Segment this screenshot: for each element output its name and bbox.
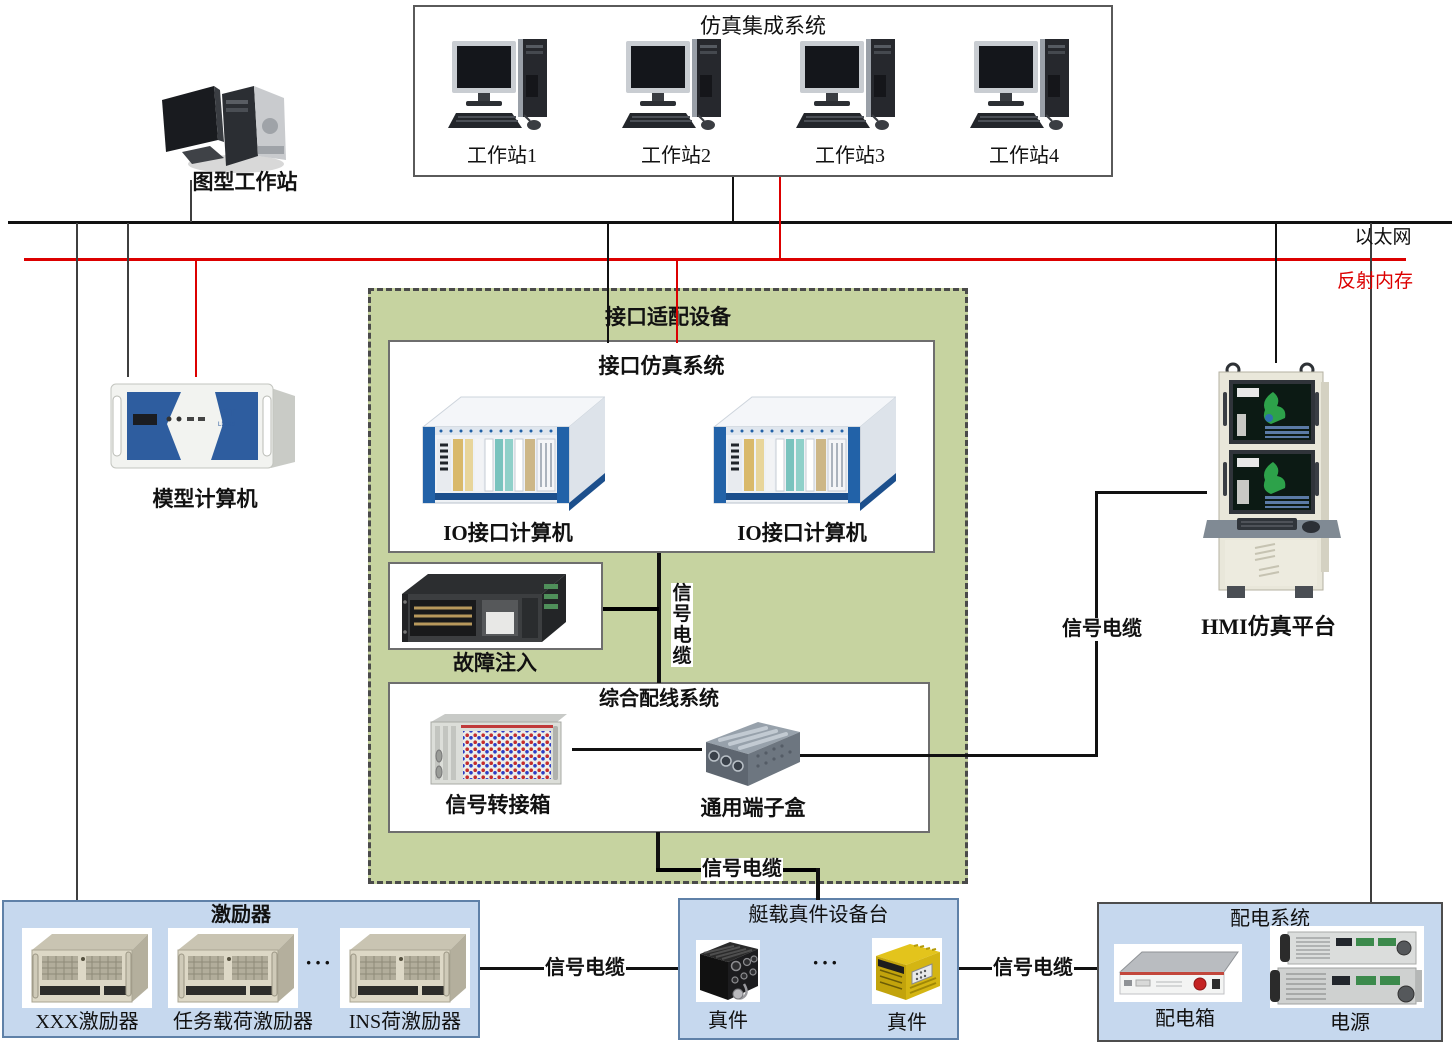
line-ethernet-to-hmi xyxy=(1275,223,1277,363)
interface-simulation-title: 接口仿真系统 xyxy=(598,354,725,378)
power-system-title: 配电系统 xyxy=(1230,908,1310,930)
terminal-box-label: 通用端子盒 xyxy=(700,796,806,820)
signal-cable-label-bottom: 信号电缆 xyxy=(701,858,783,881)
io-computer-label-2: IO接口计算机 xyxy=(737,521,867,545)
desktop-pc-icon xyxy=(794,35,906,135)
onboard-device-title: 艇载真件设备台 xyxy=(748,904,889,926)
line-ethernet-to-exciters xyxy=(76,223,78,901)
hmi-platform-label: HMI仿真平台 xyxy=(1201,614,1336,639)
line-simbox-to-ethernet xyxy=(732,177,734,222)
workstation-4: 工作站4 xyxy=(937,35,1111,168)
cable-sim-to-wiring xyxy=(657,553,661,683)
cable-wiring-down xyxy=(656,832,660,870)
workstation-row: 工作站1 工作站2 xyxy=(415,35,1111,168)
cable-signalbox-to-terminal xyxy=(572,748,702,751)
fault-injection-label: 故障注入 xyxy=(453,651,537,675)
workstation-label: 工作站4 xyxy=(989,145,1059,167)
line-ethernet-to-model-computer xyxy=(127,223,129,377)
wiring-system-box: 综合配线系统 xyxy=(388,682,930,833)
line-ethernet-to-interface-sim xyxy=(607,223,609,343)
model-computer-icon: RT LINKS xyxy=(103,374,303,474)
svg-text:RT: RT xyxy=(221,407,236,419)
desktop-pc-icon xyxy=(968,35,1080,135)
exciter-label-3: INS荷激励器 xyxy=(348,1011,462,1033)
line-simbox-to-reflective xyxy=(779,177,781,259)
interface-adapter-title: 接口适配设备 xyxy=(605,305,731,329)
exciter-rack-icon xyxy=(20,926,154,1010)
distribution-box-label: 配电箱 xyxy=(1155,1008,1215,1030)
exciter-ellipsis: ··· xyxy=(305,950,334,975)
line-ethernet-to-power-box xyxy=(1370,223,1372,903)
svg-text:LINKS: LINKS xyxy=(218,422,235,428)
cable-to-hmi-horizontal xyxy=(1095,491,1207,494)
signal-cable-label-vertical: 信号电缆 xyxy=(671,583,693,667)
terminal-box-icon xyxy=(700,718,804,790)
workstation-label: 工作站1 xyxy=(467,145,537,167)
wiring-system-title: 综合配线系统 xyxy=(599,688,719,710)
exciter-label-1: XXX激励器 xyxy=(35,1011,139,1033)
power-supply-icon xyxy=(1270,926,1424,1008)
cable-into-onboard-box xyxy=(816,868,820,900)
real-part-label-1: 真件 xyxy=(708,1010,748,1032)
line-reflective-to-interface-sim xyxy=(676,260,678,343)
exciter-box-title: 激励器 xyxy=(211,904,271,926)
signal-patch-box-label: 信号转接箱 xyxy=(445,793,551,817)
io-computer-icon xyxy=(409,389,605,513)
distribution-box-icon xyxy=(1112,942,1244,1004)
simulation-integration-box: 仿真集成系统 工作站1 xyxy=(413,5,1113,177)
io-computer-icon xyxy=(700,389,896,513)
ethernet-label: 以太网 xyxy=(1354,227,1412,248)
cable-fault-to-trunk xyxy=(603,607,659,611)
workstation-2: 工作站2 xyxy=(589,35,763,168)
workstation-label: 工作站3 xyxy=(815,145,885,167)
real-part-label-2: 真件 xyxy=(887,1012,927,1034)
line-reflective-to-model-computer xyxy=(195,260,197,377)
model-computer-label: 模型计算机 xyxy=(152,487,258,511)
exciter-label-2: 任务载荷激励器 xyxy=(173,1011,313,1033)
simulation-integration-title: 仿真集成系统 xyxy=(700,14,826,38)
reflective-memory-bus-line xyxy=(24,258,1406,261)
signal-cable-label-right: 信号电缆 xyxy=(992,957,1074,980)
ethernet-bus-line xyxy=(8,221,1452,224)
cable-terminal-to-right xyxy=(800,754,1097,757)
graphics-workstation-label: 图型工作站 xyxy=(192,170,298,194)
onboard-ellipsis: ··· xyxy=(812,950,841,975)
hmi-console-icon xyxy=(1203,362,1341,600)
yellow-device-icon xyxy=(870,936,944,1006)
exciter-rack-icon xyxy=(338,926,472,1010)
line-graphics-ws-to-ethernet xyxy=(190,180,192,222)
power-supply-label: 电源 xyxy=(1330,1012,1370,1034)
desktop-pc-icon xyxy=(446,35,558,135)
fault-injection-chassis-icon xyxy=(394,568,570,646)
workstation-3: 工作站3 xyxy=(763,35,937,168)
workstation-label: 工作站2 xyxy=(641,145,711,167)
signal-cable-label-left: 信号电缆 xyxy=(544,957,626,980)
signal-cable-label-hmi: 信号电缆 xyxy=(1061,618,1143,641)
black-device-icon xyxy=(694,934,762,1008)
reflective-memory-label: 反射内存 xyxy=(1336,271,1413,292)
signal-patch-box-icon xyxy=(425,712,573,790)
io-computer-label-1: IO接口计算机 xyxy=(443,521,573,545)
desktop-pc-icon xyxy=(620,35,732,135)
graphics-workstation-icon xyxy=(158,84,288,176)
workstation-1: 工作站1 xyxy=(415,35,589,168)
exciter-rack-icon xyxy=(166,926,300,1010)
